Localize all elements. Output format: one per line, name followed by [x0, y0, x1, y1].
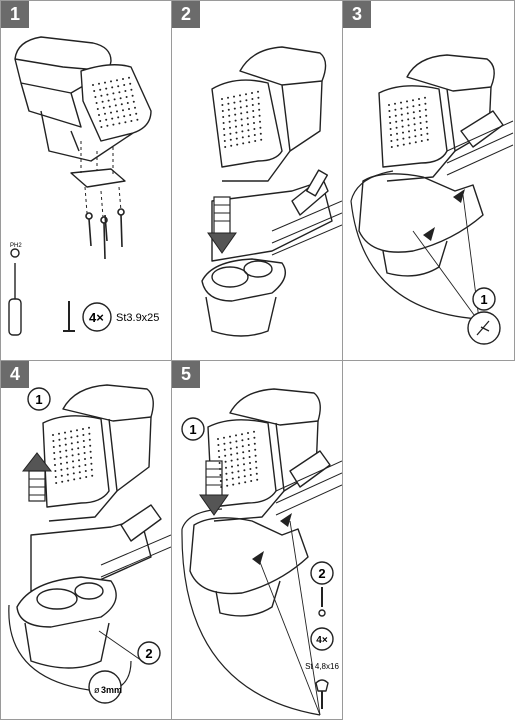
- screw-spec-label: St 4,8x16: [305, 662, 339, 671]
- step-5-panel: 5: [171, 360, 343, 720]
- step-3-panel: 3 1: [342, 0, 515, 361]
- step-4-illustration: 1 2 ø 3mm: [8, 384, 171, 704]
- screw-count-label: 4×: [316, 635, 328, 646]
- step-2-illustration: [201, 46, 342, 337]
- step-2-badge: 2: [172, 1, 200, 28]
- down-arrow-icon: [207, 196, 237, 254]
- step-2-panel: 2: [171, 0, 343, 361]
- screw-count-label: 4×: [89, 310, 104, 325]
- screw-spec-label: St3.9x25: [116, 312, 159, 324]
- step-3-illustration: 1: [350, 54, 514, 345]
- callout-1: 1: [35, 392, 42, 407]
- drill-diameter-symbol: ø: [94, 685, 100, 695]
- callout-2: 2: [145, 646, 152, 661]
- step-1-illustration: PH2 4× St3.9x25: [8, 36, 159, 336]
- step-1-badge: 1: [1, 1, 29, 28]
- callout-1: 1: [189, 422, 196, 437]
- callout-2: 2: [318, 566, 325, 581]
- step-5-badge: 5: [172, 361, 200, 388]
- step-1-panel: 1: [0, 0, 172, 361]
- drill-size-label: 3mm: [101, 685, 122, 695]
- tool-size-label: PH2: [10, 243, 22, 249]
- up-arrow-icon: [21, 452, 53, 502]
- callout-1: 1: [480, 292, 487, 307]
- step-5-illustration: 1 2 4× St 4,8x16: [181, 388, 342, 716]
- down-arrow-icon: [199, 460, 229, 516]
- step-3-badge: 3: [343, 1, 371, 28]
- step-4-panel: 4 1 2 ø: [0, 360, 172, 720]
- step-4-badge: 4: [1, 361, 29, 388]
